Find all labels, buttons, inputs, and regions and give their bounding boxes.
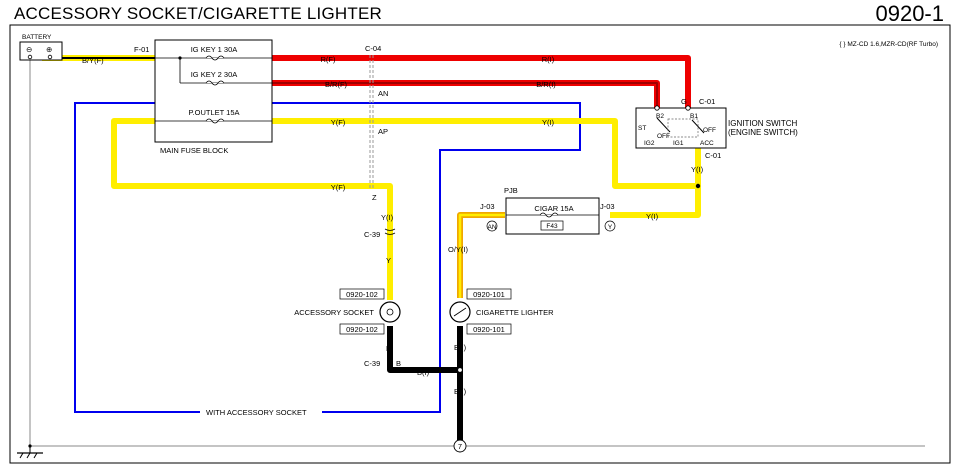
junction-dot-black — [457, 367, 463, 373]
connector-symbol-icon — [384, 228, 396, 235]
ignition-term-acc: ACC — [700, 140, 714, 147]
cigarette-lighter-code-top: 0920-101 — [473, 290, 505, 299]
cigarette-lighter-label: CIGARETTE LIGHTER — [476, 308, 554, 317]
wire-label-b-2: B — [396, 359, 401, 368]
ignition-term-off1: OFF — [657, 133, 670, 140]
wire-label-y-i-c39: Y(I) — [381, 213, 394, 222]
ground-symbol-icon — [17, 446, 43, 459]
ignition-term-g: G — [681, 97, 687, 106]
circle-an — [486, 220, 498, 232]
socket-icon — [379, 301, 401, 323]
wire-oy-pjb-to-lighter — [457, 212, 505, 298]
fuse-p-outlet: P.OUTLET 15A — [189, 108, 240, 117]
wire-label-b-i-2: B(I) — [454, 343, 467, 352]
pjb-block: PJB CIGAR 15A F43 — [504, 186, 600, 235]
connector-j03-left: J-03 — [480, 202, 495, 211]
ignition-term-b1: B1 — [690, 113, 698, 120]
ignition-term-off2: OFF — [703, 127, 716, 134]
fuse-symbol-icon — [205, 55, 225, 61]
wire-yellow-p-outlet-to-pjb — [272, 118, 701, 218]
connector-c39-upper: C-39 — [364, 230, 380, 239]
wire-br-stripe — [272, 82, 658, 108]
with-accessory-label-bg — [200, 406, 322, 417]
wire-black-socket-ground — [387, 326, 460, 373]
wire-label-br-i: B/R(I) — [536, 80, 556, 89]
variant-note: { } MZ-CD 1.6,MZR-CD(RF Turbo) — [839, 41, 938, 48]
accessory-socket-label: ACCESSORY SOCKET — [294, 308, 374, 317]
cigarette-lighter: 0920-101 CIGARETTE LIGHTER 0920-101 — [449, 288, 554, 335]
battery-label: BATTERY — [22, 34, 52, 41]
ignition-switch-label: IGNITION SWITCH — [728, 119, 798, 128]
battery: BATTERY ⊖ ⊕ — [19, 34, 63, 61]
page-code: 0920-1 — [875, 1, 944, 26]
battery-minus-icon: ⊖ — [26, 45, 32, 54]
wire-label-r-i: R(I) — [542, 55, 555, 64]
wire-label-r-f: R(F) — [321, 55, 336, 64]
fuse-ig-key1: IG KEY 1 30A — [191, 45, 238, 54]
connector-z: Z — [372, 193, 377, 202]
accessory-socket-code-top: 0920-102 — [346, 290, 378, 299]
ignition-term-ig2: IG2 — [644, 140, 655, 147]
accessory-socket-code-bottom: 0920-102 — [346, 325, 378, 334]
wire-label-b-i-1: B(I) — [417, 368, 430, 377]
ignition-switch: G B2 B1 ST OFF OFF IG2 IG1 ACC — [635, 97, 727, 149]
ignition-term-st: ST — [638, 125, 646, 132]
wire-label-y: Y — [386, 256, 391, 265]
fuse-ig-key2: IG KEY 2 30A — [191, 70, 238, 79]
connector-f01: F-01 — [134, 45, 149, 54]
ignition-term-b2: B2 — [656, 113, 664, 120]
wire-label-y-f1: Y(F) — [331, 118, 346, 127]
accessory-socket: 0920-102 ACCESSORY SOCKET 0920-102 — [294, 288, 401, 335]
junction-dot-yellow — [695, 183, 701, 189]
main-fuse-block-label: MAIN FUSE BLOCK — [160, 146, 228, 155]
wire-label-oy-i: O/Y(I) — [448, 245, 469, 254]
page-title: ACCESSORY SOCKET/CIGARETTE LIGHTER — [14, 4, 382, 23]
connector-an: AN — [378, 89, 388, 98]
wire-label-b-i-3: B(I) — [454, 387, 467, 396]
fuse-symbol-icon — [205, 80, 225, 86]
connector-c01-top: C-01 — [699, 97, 715, 106]
wire-label-y-i-pjb: Y(I) — [646, 212, 659, 221]
wire-label-y-i1: Y(I) — [542, 118, 555, 127]
pjb-label: PJB — [504, 186, 518, 195]
wire-label-y-i-switch: Y(I) — [691, 165, 704, 174]
switch-contact-icon — [691, 119, 705, 134]
wire-oy-stripe — [458, 213, 505, 298]
switch-link-icon — [667, 118, 699, 138]
circle-y-text: Y — [608, 224, 613, 231]
wire-label-by-f: B/Y(F) — [82, 56, 104, 65]
ground-ref-number: 7 — [458, 442, 462, 451]
wire-blue-accessory-option — [74, 102, 581, 413]
pjb-fuse-cigar: CIGAR 15A — [534, 204, 573, 213]
connector-ap: AP — [378, 127, 388, 136]
battery-plus-icon: ⊕ — [46, 45, 52, 54]
fuse-symbol-icon — [539, 212, 559, 218]
connector-c04: C-04 — [365, 44, 381, 53]
wire-red-ig-key1 — [272, 55, 691, 108]
pjb-fuse-code: F43 — [546, 223, 558, 230]
circle-an-text: AN — [487, 224, 496, 231]
fuse-symbol-icon — [205, 118, 225, 124]
connector-j03-right: J-03 — [600, 202, 615, 211]
circle-y — [604, 220, 616, 232]
ground-ref-circle — [453, 439, 467, 453]
connector-c01-bottom: C-01 — [705, 151, 721, 160]
ignition-term-ig1: IG1 — [673, 140, 684, 147]
connector-c39-lower: C-39 — [364, 359, 380, 368]
diagram-frame — [9, 24, 951, 464]
wire-label-br-f: B/R(F) — [325, 80, 348, 89]
main-fuse-block: IG KEY 1 30A IG KEY 2 30A P.OUTLET 15A M… — [154, 39, 273, 155]
cigarette-lighter-code-bottom: 0920-101 — [473, 325, 505, 334]
with-accessory-label: WITH ACCESSORY SOCKET — [206, 408, 307, 417]
wire-label-y-f2: Y(F) — [331, 183, 346, 192]
ignition-switch-sublabel: (ENGINE SWITCH) — [728, 128, 798, 137]
wire-yellow-p-outlet-to-socket — [111, 118, 393, 300]
wire-label-b-1: B — [386, 344, 391, 353]
